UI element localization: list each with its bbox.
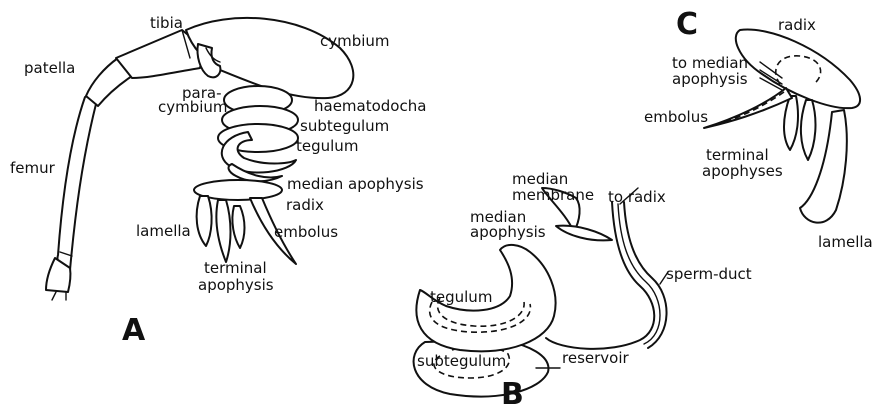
label-cymbium: cymbium <box>320 32 390 50</box>
label-b-tegulum: tegulum <box>430 288 492 306</box>
label-terminal-apophysis-1: terminal <box>204 259 267 277</box>
c-embolus-shape <box>704 88 792 128</box>
femur-shape <box>58 96 97 270</box>
label-b-reservoir: reservoir <box>562 349 629 367</box>
c-terminal-apophysis-2 <box>801 100 816 160</box>
label-terminal-apophysis-2: apophysis <box>198 276 274 294</box>
terminal-apophysis-shape <box>216 200 230 262</box>
panel-a <box>46 18 353 300</box>
label-tegulum: tegulum <box>296 137 358 155</box>
label-b-to-radix: to radix <box>608 188 666 206</box>
terminal-apophysis-shape-2 <box>232 206 244 248</box>
label-b-median-membrane-2: membrane <box>512 186 594 204</box>
label-femur: femur <box>10 159 56 177</box>
label-b-median-apophysis-2: apophysis <box>470 223 546 241</box>
b-tube-outer <box>546 202 654 349</box>
label-median-apophysis: median apophysis <box>287 175 424 193</box>
label-paracymbium-2: cymbium <box>158 98 228 116</box>
label-c-to-median-apophysis-2: apophysis <box>672 70 748 88</box>
coxa-tick <box>52 292 56 300</box>
b-median-apophysis-shape <box>556 226 612 241</box>
label-c-embolus: embolus <box>644 108 708 126</box>
label-c-lamella: lamella <box>818 233 873 251</box>
label-b-sperm-duct: sperm-duct <box>666 265 752 283</box>
panel-letter-a: A <box>122 313 146 348</box>
label-haematodocha: haematodocha <box>314 97 426 115</box>
label-lamella: lamella <box>136 222 191 240</box>
label-patella: patella <box>24 59 75 77</box>
lamella-shape <box>197 196 212 246</box>
panel-letter-c: C <box>676 7 698 42</box>
c-terminal-apophysis-1 <box>784 96 798 150</box>
label-embolus: embolus <box>274 223 338 241</box>
label-radix: radix <box>286 196 324 214</box>
label-b-subtegulum: subtegulum <box>417 352 506 370</box>
panel-letter-b: B <box>501 377 524 408</box>
label-c-radix: radix <box>778 16 816 34</box>
label-tibia: tibia <box>150 14 183 32</box>
label-c-terminal-apophyses-2: apophyses <box>702 162 783 180</box>
label-subtegulum: subtegulum <box>300 117 389 135</box>
c-radix-shape <box>736 30 860 109</box>
